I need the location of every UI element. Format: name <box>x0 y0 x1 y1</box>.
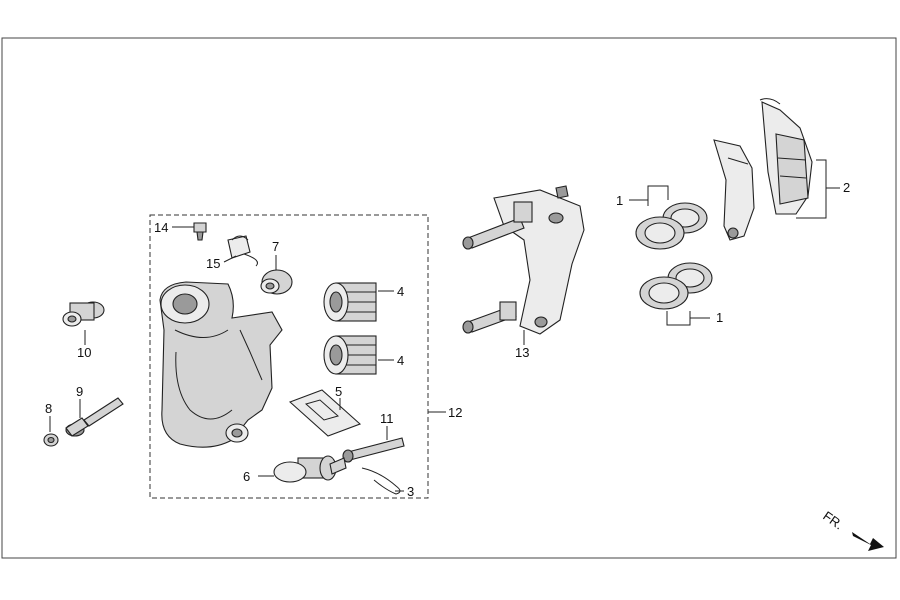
callout-12: 12 <box>448 405 462 420</box>
callout-4-upper: 4 <box>397 284 404 299</box>
bushing-part-10 <box>62 301 105 327</box>
callout-8: 8 <box>45 401 52 416</box>
boot-part-7 <box>260 269 293 295</box>
seals-part-1-upper <box>635 202 708 250</box>
caliper-body <box>159 281 283 448</box>
piston-part-4-upper <box>323 282 377 322</box>
pin-part-6 <box>273 455 347 483</box>
slide-pin-part-11 <box>342 437 405 463</box>
caliper-assembly-box <box>149 214 429 499</box>
callout-6: 6 <box>243 469 250 484</box>
front-direction-indicator: FR. <box>820 508 884 551</box>
direction-arrow-icon <box>852 532 884 551</box>
callout-2: 2 <box>843 180 850 195</box>
pad-spring-part-5 <box>288 389 362 437</box>
callout-11: 11 <box>380 411 394 426</box>
cap-part-8 <box>43 433 59 447</box>
direction-label: FR. <box>820 508 846 532</box>
pin-bolt-part-9 <box>65 397 124 437</box>
callout-7: 7 <box>272 239 279 254</box>
callout-1-upper: 1 <box>616 193 623 208</box>
callout-9: 9 <box>76 384 83 399</box>
seals-part-1-lower <box>639 262 713 310</box>
callout-4-lower: 4 <box>397 353 404 368</box>
callout-5: 5 <box>335 384 342 399</box>
callout-15: 15 <box>206 256 220 271</box>
callout-3: 3 <box>407 484 414 499</box>
piston-part-4-lower <box>323 335 377 375</box>
bracket-part-13 <box>462 185 585 335</box>
diagram-frame <box>1 37 897 559</box>
callout-14: 14 <box>154 220 168 235</box>
brake-pads-part-2 <box>713 98 813 241</box>
clip-part-15 <box>227 235 258 267</box>
callout-10: 10 <box>77 345 91 360</box>
retaining-clip-part-3 <box>361 467 401 495</box>
callout-13: 13 <box>515 345 529 360</box>
bleeder-screw-part-14 <box>193 222 207 241</box>
callout-1-lower: 1 <box>716 310 723 325</box>
